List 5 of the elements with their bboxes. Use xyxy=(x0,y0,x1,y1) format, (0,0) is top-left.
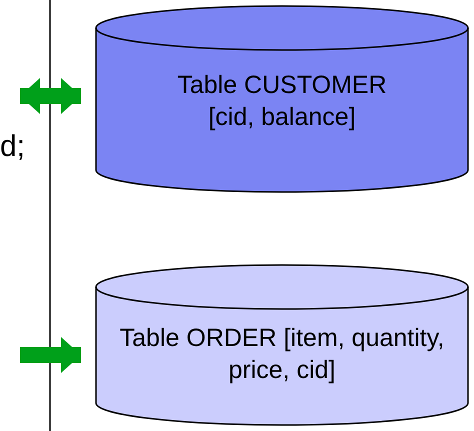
table-label: Table ORDER [item, quantity, price, cid] xyxy=(118,323,446,386)
arrow xyxy=(20,78,81,114)
arrow xyxy=(20,337,81,373)
table-label: Table CUSTOMER [cid, balance] xyxy=(176,70,388,133)
code-fragment: d; xyxy=(0,130,26,164)
